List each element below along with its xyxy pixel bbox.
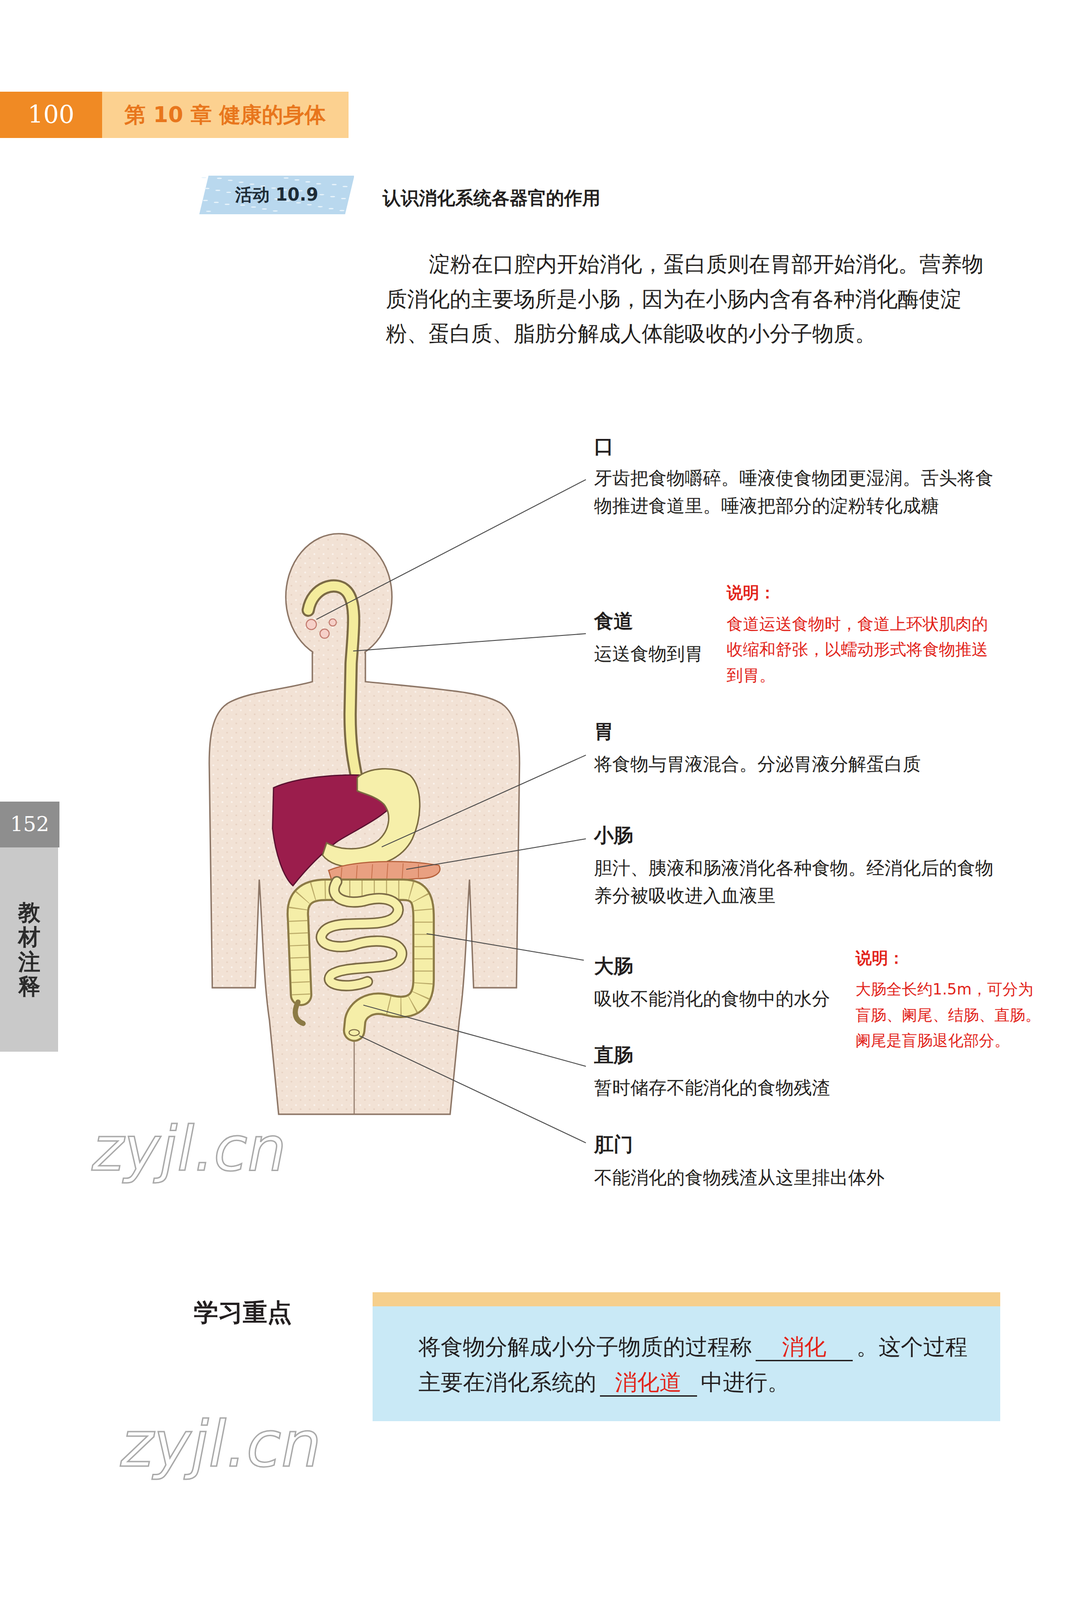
activity-badge: 活动 10.9 — [199, 175, 355, 215]
key-points-panel: 将食物分解成小分子物质的过程称消化。这个过程主要在消化系统的消化道中进行。 — [372, 1292, 1001, 1421]
organ-function: 吸收不能消化的食物中的水分 — [594, 984, 850, 1013]
organ-function: 胆汁、胰液和肠液消化各种食物。经消化后的食物养分被吸收进入血液里 — [594, 854, 1008, 910]
badge-texture — [339, 209, 345, 212]
key-points-sentence: 将食物分解成小分子物质的过程称 — [418, 1333, 752, 1360]
badge-texture — [317, 206, 323, 208]
page-number: 100 — [0, 91, 103, 138]
fill-in-answer: 消化道 — [599, 1369, 698, 1397]
leader-line — [426, 933, 584, 960]
organ-function: 运送食物到胃 — [594, 639, 717, 668]
badge-texture — [329, 196, 335, 198]
organ-name: 直肠 — [594, 1043, 634, 1067]
organ-name: 口 — [594, 434, 614, 458]
watermark: zyjl.cn — [91, 1112, 286, 1186]
salivary-gland — [319, 628, 330, 639]
leader-lines — [316, 479, 586, 1143]
chapter-banner: 第 10 章 健康的身体 — [102, 91, 349, 138]
badge-texture — [213, 201, 219, 203]
badge-texture — [340, 197, 346, 200]
organ-function: 暂时储存不能消化的食物残渣 — [594, 1073, 901, 1102]
key-points-heading: 学习重点 — [193, 1296, 292, 1330]
leader-line — [316, 479, 586, 620]
body-outline — [209, 653, 520, 1115]
badge-texture — [272, 210, 278, 212]
organ-name: 小肠 — [594, 823, 634, 847]
leader-line — [381, 755, 586, 847]
badge-texture — [204, 187, 210, 190]
badge-texture — [261, 208, 267, 210]
banner-text: 100 — [27, 100, 75, 130]
salivary-gland — [329, 618, 337, 626]
esophagus — [308, 585, 358, 781]
leg-division — [353, 1035, 355, 1115]
badge-texture — [315, 182, 321, 185]
organ-function: 将食物与胃液混合。分泌胃液分解蛋白质 — [594, 750, 1008, 778]
leader-line — [406, 838, 586, 870]
key-points-text: 将食物分解成小分子物质的过程称消化。这个过程主要在消化系统的消化道中进行。 — [418, 1328, 968, 1401]
badge-texture — [249, 183, 255, 185]
note-text: 食道运送食物时，食道上环状肌肉的收缩和舒张，以蠕动形式将食物推送到胃。 — [726, 611, 1003, 688]
note-heading: 说明： — [855, 948, 905, 968]
organ-function: 牙齿把食物嚼碎。唾液使食物团更湿润。舌头将食物推进食道里。唾液把部分的淀粉转化成… — [594, 464, 1008, 520]
badge-texture — [331, 183, 337, 186]
organ-name: 大肠 — [594, 954, 634, 978]
badge-texture — [215, 189, 221, 192]
watermark: zyjl.cn — [120, 1406, 322, 1483]
leader-line — [353, 633, 586, 651]
badge-texture — [201, 176, 207, 179]
key-points-sentence: 中进行。 — [700, 1368, 790, 1396]
small-intestine — [321, 881, 402, 986]
badge-texture — [304, 181, 310, 183]
badge-label: 活动 10.9 — [235, 184, 319, 206]
appendix — [295, 1002, 304, 1024]
key-points-box: 学习重点将食物分解成小分子物质的过程称消化。这个过程主要在消化系统的消化道中进行… — [193, 1292, 1001, 1421]
leader-line — [359, 1035, 586, 1143]
organ-name: 肛门 — [594, 1132, 634, 1156]
badge-texture — [294, 179, 300, 181]
banner-text: 第 10 章 健康的身体 — [124, 102, 326, 128]
badge-texture — [250, 206, 256, 208]
badge-texture — [342, 185, 348, 187]
organ-name: 胃 — [594, 719, 614, 743]
badge-texture — [202, 199, 208, 202]
activity-title: 认识消化系统各器官的作用 — [382, 185, 601, 211]
leader-line — [363, 1004, 586, 1067]
badge-texture — [216, 177, 222, 179]
organ-function: 不能消化的食物残渣从这里排出体外 — [594, 1163, 921, 1192]
badge-texture — [283, 177, 289, 179]
fill-in-answer: 消化 — [755, 1333, 853, 1362]
pancreas-stripes — [340, 863, 419, 881]
side-tab: 教材注释 — [0, 847, 59, 1052]
badge-texture — [224, 203, 230, 206]
stomach — [322, 768, 420, 868]
side-page-number: 152 — [0, 801, 60, 848]
small-intestine-outline — [321, 881, 402, 986]
esophagus-outline — [308, 585, 358, 781]
note-heading: 说明： — [726, 582, 776, 603]
banner-text: 152 — [9, 811, 50, 837]
salivary-gland — [306, 619, 317, 630]
note-text: 大肠全长约1.5m，可分为盲肠、阑尾、结肠、直肠。阑尾是盲肠退化部分。 — [855, 976, 1045, 1054]
badge-texture — [328, 207, 334, 210]
badge-texture — [227, 179, 233, 182]
badge-texture — [319, 193, 325, 196]
badge-texture — [240, 204, 246, 206]
badge-texture — [238, 181, 244, 183]
anus — [348, 1029, 359, 1036]
badge-texture — [206, 210, 212, 212]
badge-texture — [226, 191, 231, 193]
head-outline — [285, 533, 393, 661]
organ-name: 食道 — [594, 609, 634, 633]
intro-paragraph: 淀粉在口腔内开始消化，蛋白质则在胃部开始消化。营养物质消化的主要场所是小肠，因为… — [385, 246, 998, 351]
tab-label: 教材注释 — [17, 899, 40, 999]
badge-fill — [199, 175, 355, 215]
